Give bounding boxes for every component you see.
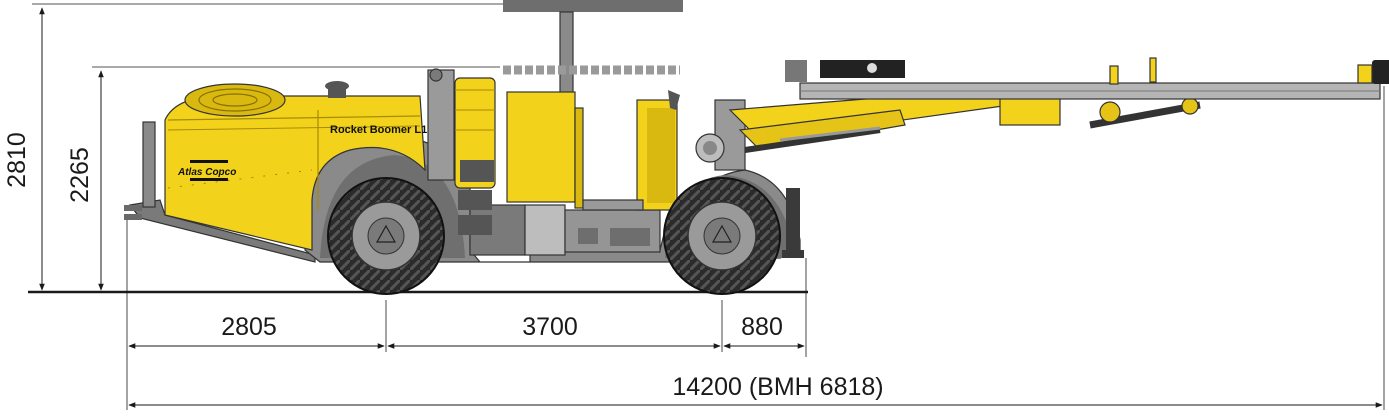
front-wheel [663, 177, 781, 295]
brand-label: Atlas Copco [177, 167, 236, 178]
rear-overhang-label: 880 [741, 313, 783, 341]
wheelbase-dimension: 3700 [387, 313, 721, 349]
front-overhang-dimension: 2805 [128, 313, 385, 349]
machine: Rocket Boomer L1D Atlas Copco [124, 0, 1389, 295]
wheelbase-label: 3700 [522, 313, 578, 341]
hydraulic-tank [427, 68, 496, 235]
height-dimension-cabin: 2265 [66, 66, 500, 291]
height-dimension-total: 2810 [3, 3, 505, 291]
brand-logo: Atlas Copco [177, 160, 236, 181]
boom-arm [728, 87, 1201, 153]
front-overhang-label: 2805 [221, 313, 277, 341]
operator-cabin [506, 90, 680, 211]
canopy [503, 0, 683, 103]
rear-wheel [327, 177, 445, 295]
feed-beam [785, 57, 1389, 100]
height-total-label: 2810 [3, 132, 31, 188]
engine-housing: Rocket Boomer L1D Atlas Copco [164, 81, 435, 251]
model-label: Rocket Boomer L1D [330, 124, 435, 136]
height-cabin-label: 2265 [66, 147, 94, 203]
overall-length-dimension: 14200 (BMH 6818) [128, 373, 1383, 408]
overall-length-label: 14200 (BMH 6818) [672, 373, 883, 401]
length-dimensions: 2805 3700 880 14200 (BMH 6818) [126, 86, 1385, 410]
rear-overhang-dimension: 880 [723, 313, 805, 349]
